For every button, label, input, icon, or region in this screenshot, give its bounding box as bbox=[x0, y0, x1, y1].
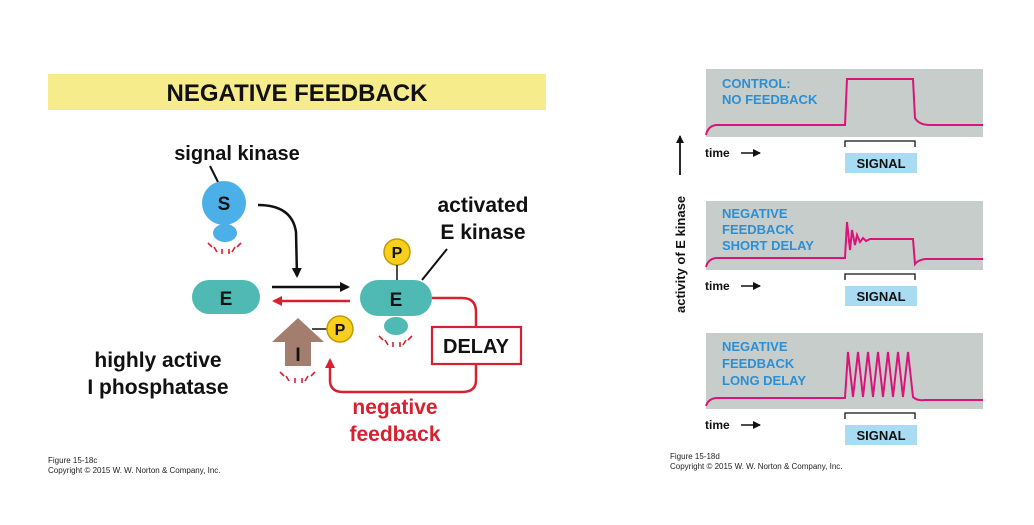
delay-box bbox=[430, 325, 523, 366]
panel-2-title-2: FEEDBACK bbox=[722, 222, 795, 237]
signal-kinase-label: signal kinase bbox=[174, 143, 300, 165]
trace-long-delay bbox=[705, 351, 983, 407]
caption-left-line1: Figure 15-18c bbox=[48, 456, 97, 465]
panel-2-signal-box bbox=[845, 286, 917, 306]
s-activity-rays bbox=[207, 242, 242, 254]
panel-2-title-3: SHORT DELAY bbox=[722, 238, 814, 253]
feedback-label-line2: feedback bbox=[349, 423, 440, 446]
inactive-e-kinase bbox=[192, 280, 260, 314]
trace-short-delay bbox=[705, 221, 983, 268]
diagram-title: NEGATIVE FEEDBACK bbox=[167, 80, 429, 107]
panel-1-signal-box bbox=[845, 153, 917, 173]
panel-3-signal-box bbox=[845, 425, 917, 445]
panel-3-title-1: NEGATIVE bbox=[722, 339, 788, 354]
s-letter: S bbox=[218, 194, 231, 215]
trace-control bbox=[705, 78, 983, 136]
i-activity-rays bbox=[279, 371, 316, 383]
panel-control: CONTROL: NO FEEDBACK time SIGNAL bbox=[705, 69, 983, 173]
panel-1-signal: SIGNAL bbox=[856, 156, 905, 171]
p-letter: P bbox=[392, 245, 403, 262]
caption-left-line2: Copyright © 2015 W. W. Norton & Company,… bbox=[48, 466, 220, 475]
activated-leader bbox=[421, 248, 448, 281]
feedback-label-line1: negative bbox=[352, 396, 437, 419]
caption-right-line1: Figure 15-18d bbox=[670, 452, 720, 461]
p2-letter: P bbox=[335, 322, 346, 339]
s-activation-arrow bbox=[257, 203, 302, 278]
i-letter: I bbox=[295, 345, 300, 366]
phosphatase-p bbox=[326, 315, 354, 343]
panel-1-signal-bracket bbox=[844, 140, 916, 147]
panel-short-delay: NEGATIVE FEEDBACK SHORT DELAY time SIGNA… bbox=[705, 201, 983, 306]
panel-1-time: time bbox=[705, 146, 730, 160]
panel-3-time: time bbox=[705, 418, 730, 432]
caption-right-line2: Copyright © 2015 W. W. Norton & Company,… bbox=[670, 462, 842, 471]
activated-label-line2: E kinase bbox=[440, 221, 525, 244]
panel-2-signal: SIGNAL bbox=[856, 289, 905, 304]
phosphatase-label-line2: I phosphatase bbox=[87, 376, 228, 399]
activity-panels: activity of E kinase CONTROL: NO FEEDBAC… bbox=[670, 69, 983, 471]
panel-1-title-2: NO FEEDBACK bbox=[722, 92, 818, 107]
panel-3-title-2: FEEDBACK bbox=[722, 356, 795, 371]
signal-kinase-s: S bbox=[202, 181, 246, 254]
feedback-path-bottom bbox=[325, 358, 478, 394]
panel-3-signal-bracket bbox=[844, 412, 916, 419]
negative-feedback-diagram: NEGATIVE FEEDBACK signal kinase S E E bbox=[48, 74, 546, 475]
phosphatase-label-line1: highly active bbox=[94, 349, 221, 372]
panel-3-signal: SIGNAL bbox=[856, 428, 905, 443]
e-activity-rays bbox=[378, 335, 413, 347]
activated-e-kinase: E P bbox=[360, 238, 432, 347]
i-phosphatase: I bbox=[272, 318, 324, 383]
signal-kinase-leader bbox=[209, 165, 219, 183]
y-axis-label: activity of E kinase bbox=[673, 196, 688, 313]
delay-label: DELAY bbox=[443, 336, 510, 358]
panel-1-title-1: CONTROL: bbox=[722, 76, 791, 91]
panel-long-delay: NEGATIVE FEEDBACK LONG DELAY time SIGNAL bbox=[705, 333, 983, 445]
panel-3-title-3: LONG DELAY bbox=[722, 373, 806, 388]
e-letter: E bbox=[220, 289, 233, 310]
e-active-letter: E bbox=[390, 290, 403, 311]
panel-2-time: time bbox=[705, 279, 730, 293]
panel-2-signal-bracket bbox=[844, 273, 916, 280]
activated-label-line1: activated bbox=[437, 194, 528, 217]
feedback-path-top bbox=[432, 296, 478, 326]
title-bar bbox=[48, 74, 546, 110]
panel-2-title-1: NEGATIVE bbox=[722, 206, 788, 221]
